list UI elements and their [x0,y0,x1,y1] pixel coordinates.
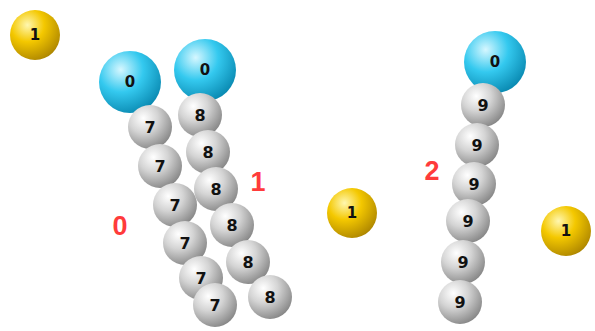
cyan-sphere: 0 [464,31,526,93]
sphere-number: 9 [457,253,468,272]
grey-sphere: 7 [193,283,237,327]
grey-sphere: 9 [455,123,499,167]
cyan-sphere: 0 [174,39,236,101]
sphere-number: 8 [210,180,221,199]
sphere-number: 0 [200,61,210,79]
sphere-number: 0 [125,73,135,91]
sphere-number: 8 [194,106,205,125]
grey-sphere: 7 [138,144,182,188]
grey-sphere: 9 [441,240,485,284]
sphere-number: 0 [490,53,500,71]
sphere-number: 1 [561,222,571,240]
grey-sphere: 9 [438,280,482,324]
sphere-number: 7 [179,234,190,253]
grey-sphere: 7 [128,105,172,149]
gold-sphere: 1 [10,10,60,60]
sphere-number: 8 [242,253,253,272]
gold-sphere: 1 [541,206,591,256]
sphere-number: 9 [468,175,479,194]
gold-sphere: 1 [327,188,377,238]
sphere-number: 7 [209,296,220,315]
sphere-number: 9 [462,212,473,231]
grey-sphere: 9 [461,83,505,127]
grey-sphere: 9 [446,199,490,243]
chain-label: 2 [424,156,439,187]
grey-sphere: 8 [248,275,292,319]
grey-sphere: 7 [153,183,197,227]
cyan-sphere: 0 [99,51,161,113]
sphere-number: 1 [347,204,357,222]
chain-label: 0 [112,211,127,242]
sphere-number: 9 [477,96,488,115]
sphere-number: 8 [264,288,275,307]
chain-label: 1 [250,167,265,198]
sphere-number: 7 [144,118,155,137]
sphere-number: 8 [226,216,237,235]
sphere-number: 7 [154,157,165,176]
sphere-number: 9 [471,136,482,155]
sphere-number: 8 [202,143,213,162]
sphere-number: 7 [169,196,180,215]
sphere-number: 9 [454,293,465,312]
sphere-number: 1 [30,26,40,44]
